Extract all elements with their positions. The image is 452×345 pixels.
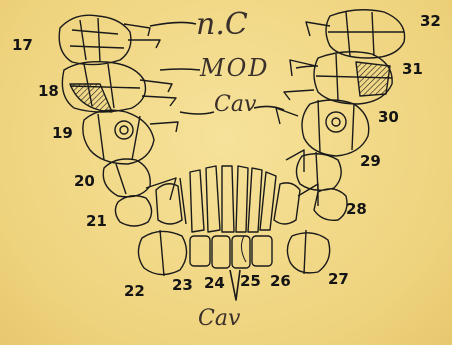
tooth-number-31: 31 — [402, 62, 423, 77]
tooth-number-27: 27 — [328, 272, 349, 287]
anterior-teeth — [156, 166, 300, 232]
tooth-number-18: 18 — [38, 84, 59, 99]
tooth-number-17: 17 — [12, 38, 33, 53]
tooth-number-26: 26 — [270, 274, 291, 289]
annotation-cav-upper: Cav — [214, 94, 256, 116]
tooth-number-20: 20 — [74, 174, 95, 189]
tooth-number-25: 25 — [240, 274, 261, 289]
tooth-18 — [62, 62, 176, 112]
tooth-21 — [115, 178, 176, 226]
tooth-number-23: 23 — [172, 278, 193, 293]
tooth-31 — [284, 52, 392, 104]
tooth-number-24: 24 — [204, 276, 225, 291]
tooth-17 — [59, 15, 160, 64]
annotation-cav-lower: Cav — [198, 308, 240, 330]
tooth-number-29: 29 — [360, 154, 381, 169]
tooth-22 — [138, 230, 186, 276]
tooth-19 — [83, 110, 178, 164]
tooth-number-30: 30 — [378, 110, 399, 125]
tooth-number-19: 19 — [52, 126, 73, 141]
tooth-32 — [306, 10, 405, 58]
tooth-number-28: 28 — [346, 202, 367, 217]
tooth-number-32: 32 — [420, 14, 441, 29]
lower-incisors — [190, 236, 272, 268]
annotation-mod: MOD — [200, 56, 270, 80]
tooth-28 — [298, 184, 347, 220]
tooth-27 — [287, 230, 329, 274]
annotation-nc: n.C — [196, 10, 248, 40]
tooth-number-21: 21 — [86, 214, 107, 229]
tooth-number-22: 22 — [124, 284, 145, 299]
tooth-30 — [276, 100, 369, 156]
